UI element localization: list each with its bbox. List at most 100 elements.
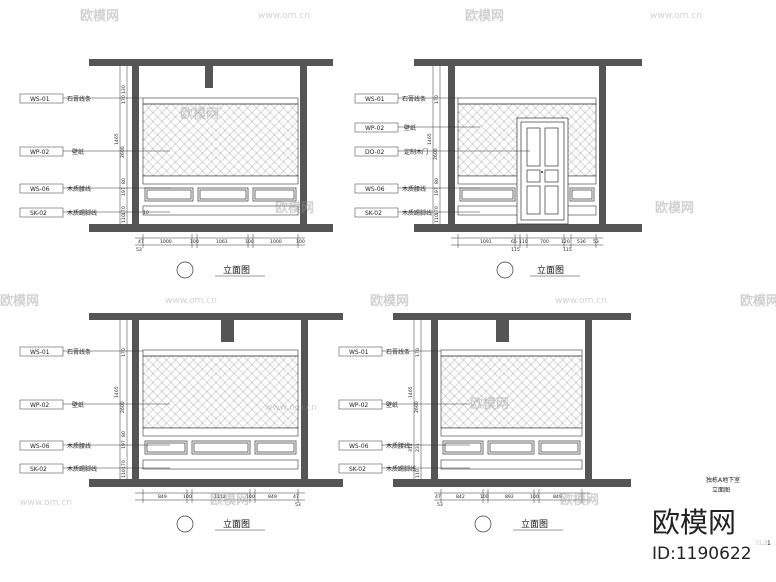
svg-text:53: 53 bbox=[136, 247, 142, 253]
svg-text:47: 47 bbox=[435, 494, 441, 500]
wall-thickness-label: 10 bbox=[143, 210, 149, 216]
left-wall-section bbox=[448, 66, 455, 224]
width-dim-labels: 47 53 1000 100 1061 100 1000 100 bbox=[136, 239, 305, 253]
floor-slab bbox=[89, 479, 343, 487]
svg-text:100: 100 bbox=[296, 239, 305, 245]
svg-text:849: 849 bbox=[553, 494, 562, 500]
svg-text:1112: 1112 bbox=[214, 494, 226, 500]
cornice-molding bbox=[457, 97, 597, 105]
svg-text:47: 47 bbox=[293, 494, 299, 500]
svg-text:100: 100 bbox=[245, 239, 254, 245]
tag-sk-02: SK-02 bbox=[30, 210, 47, 217]
svg-text:197: 197 bbox=[121, 187, 127, 196]
height-dimension-chain bbox=[119, 320, 128, 479]
watermark-url: www.om.cn bbox=[555, 296, 607, 306]
svg-text:2600: 2600 bbox=[120, 146, 126, 158]
material-waist-line: 木质腰线 bbox=[402, 185, 426, 193]
material-tags: WS-01 WP-02 WS-06 SK-02 石膏线条 壁纸 木质腰线 木质踢… bbox=[349, 348, 416, 473]
left-wall-section bbox=[132, 66, 139, 224]
material-plaster-line: 石膏线条 bbox=[402, 95, 426, 103]
floor-slab bbox=[89, 224, 333, 232]
ceiling-slab bbox=[89, 59, 333, 66]
svg-text:536: 536 bbox=[577, 239, 586, 245]
door-do-02 bbox=[516, 117, 569, 225]
elevation-bottom-left: 170 1465 2600 80 197 170 110 WS-01 WP-02… bbox=[19, 313, 343, 533]
material-tags: WS-01 WP-02 WS-06 SK-02 石膏线条 壁纸 木质腰线 木质踢… bbox=[30, 95, 97, 217]
svg-text:100: 100 bbox=[190, 239, 199, 245]
watermark-url: www.om.cn bbox=[650, 11, 702, 21]
elevation-symbol bbox=[176, 261, 194, 279]
left-wall-section bbox=[132, 320, 139, 479]
wallpaper-panel bbox=[142, 355, 299, 429]
svg-text:110: 110 bbox=[121, 214, 127, 223]
cornice-molding bbox=[142, 97, 299, 105]
tag-wp-02: WP-02 bbox=[365, 125, 384, 132]
wainscot-panels bbox=[442, 440, 581, 455]
material-waist-line: 木质腰线 bbox=[386, 442, 410, 450]
chair-rail bbox=[440, 427, 583, 437]
cornice-molding bbox=[440, 349, 583, 357]
baseboard bbox=[142, 205, 299, 216]
svg-text:110: 110 bbox=[121, 469, 127, 478]
svg-text:1465: 1465 bbox=[427, 133, 433, 145]
svg-text:849: 849 bbox=[158, 494, 167, 500]
watermark-logo: 欧模网 bbox=[470, 396, 509, 412]
wainscot-panels bbox=[144, 440, 297, 455]
chair-rail bbox=[142, 427, 299, 437]
tag-ws-01: WS-01 bbox=[349, 349, 369, 356]
height-dimension-chain bbox=[432, 66, 441, 224]
material-waist-line: 木质腰线 bbox=[67, 442, 91, 450]
ceiling-slab bbox=[393, 313, 631, 320]
elevation-symbol bbox=[176, 515, 194, 533]
door-knob bbox=[541, 171, 543, 173]
watermark-logo: 欧模网 bbox=[740, 293, 776, 309]
svg-text:231: 231 bbox=[415, 443, 421, 452]
svg-text:2600: 2600 bbox=[433, 148, 439, 160]
svg-text:47: 47 bbox=[138, 239, 144, 245]
watermark-logo: 欧模网 bbox=[465, 8, 504, 24]
svg-text:170: 170 bbox=[434, 95, 440, 104]
height-dimension-chain bbox=[119, 66, 128, 224]
svg-text:110: 110 bbox=[519, 239, 528, 245]
floor-slab bbox=[414, 224, 642, 232]
svg-text:314: 314 bbox=[408, 443, 414, 452]
svg-text:197: 197 bbox=[121, 440, 127, 449]
title-block: 独栋A地下室 立面图 EL21 欧模网 ID:1190622 bbox=[648, 476, 771, 568]
tag-leaders bbox=[19, 93, 170, 218]
beam-section bbox=[496, 320, 509, 342]
svg-text:115: 115 bbox=[511, 247, 520, 253]
svg-text:700: 700 bbox=[540, 239, 549, 245]
brand-backdrop bbox=[648, 500, 766, 568]
floor-slab bbox=[393, 479, 631, 487]
watermark-logo: 欧模网 bbox=[370, 293, 409, 309]
material-tags: WS-01 WP-02 DO-02 WS-06 SK-02 石膏线条 壁纸 定制… bbox=[365, 95, 432, 217]
svg-text:100: 100 bbox=[246, 494, 255, 500]
svg-text:170: 170 bbox=[121, 206, 127, 215]
tag-ws-01: WS-01 bbox=[30, 349, 50, 356]
wallpaper-panel bbox=[142, 103, 299, 177]
material-wallpaper: 壁纸 bbox=[72, 148, 84, 156]
svg-text:120: 120 bbox=[561, 239, 570, 245]
tag-sk-02: SK-02 bbox=[365, 210, 382, 217]
svg-text:170: 170 bbox=[121, 95, 127, 104]
height-dimension-chain bbox=[413, 320, 422, 479]
watermark-url: www.om.cn bbox=[20, 498, 72, 508]
material-waist-line: 木质腰线 bbox=[67, 185, 91, 193]
baseboard bbox=[440, 459, 583, 470]
svg-text:80: 80 bbox=[434, 178, 440, 184]
wallpaper-panel bbox=[440, 355, 583, 429]
ceiling-slab bbox=[414, 59, 642, 66]
baseboard bbox=[142, 459, 299, 470]
brand-logo-text: 欧模网 bbox=[652, 506, 736, 539]
width-dim-labels: 842 100 892 100 849 47 53 bbox=[435, 494, 562, 508]
width-dim-labels: 849 100 1112 100 849 47 53 bbox=[158, 494, 301, 508]
material-wallpaper: 壁纸 bbox=[72, 401, 84, 409]
svg-text:197: 197 bbox=[434, 187, 440, 196]
height-dim-labels: 170 1465 2600 80 197 170 110 bbox=[427, 95, 440, 223]
svg-text:1000: 1000 bbox=[160, 239, 172, 245]
right-wall-section bbox=[585, 320, 592, 479]
elevation-bottom-right: 170 1465 2600 314 231 110 WS-01 WP-02 WS… bbox=[338, 313, 631, 533]
svg-text:80: 80 bbox=[121, 178, 127, 184]
beam-section bbox=[205, 66, 213, 88]
